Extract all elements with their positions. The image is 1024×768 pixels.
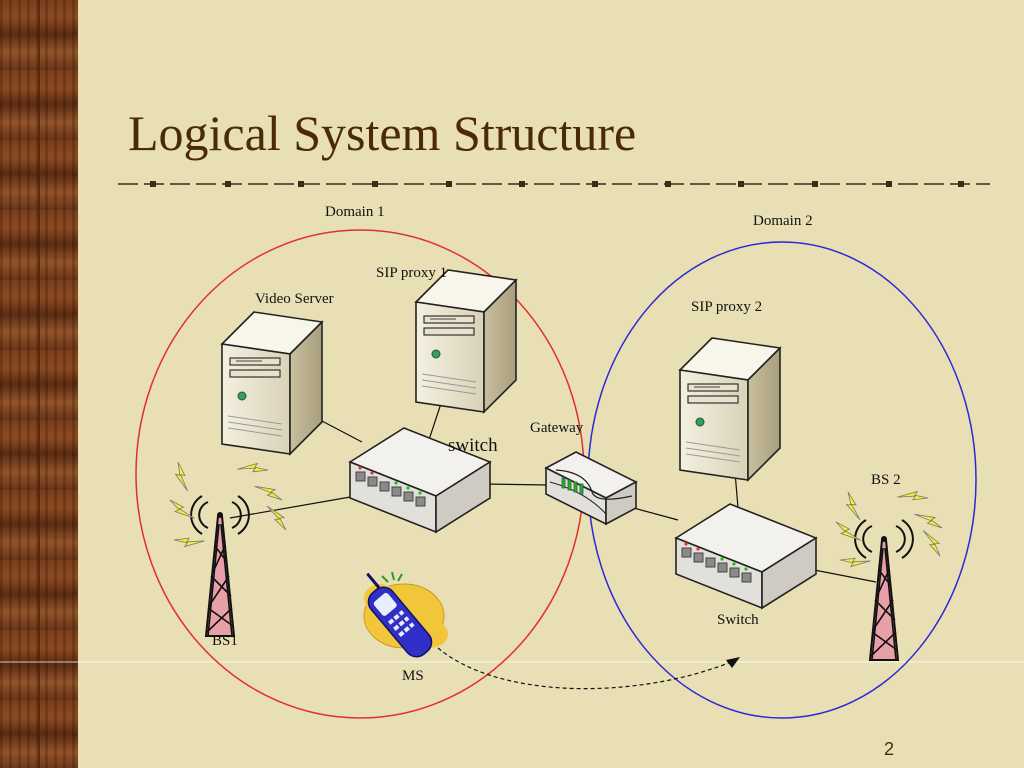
handoff-arrow [437, 647, 737, 690]
sip-proxy-1-label: SIP proxy 1 [376, 265, 448, 281]
switch-2-icon [675, 503, 817, 609]
switch-2-label: Switch [717, 612, 759, 628]
sip-proxy-2-icon [679, 337, 781, 481]
video-server-label: Video Server [255, 291, 334, 307]
bs2-signal-bolts [834, 483, 948, 575]
bs1-signal-bolts [167, 455, 292, 555]
slide-title: Logical System Structure [128, 105, 637, 161]
wood-side-bar [0, 0, 78, 768]
switch-1-label: switch [448, 435, 498, 456]
page-number: 2 [883, 739, 894, 759]
ms-label: MS [402, 668, 424, 684]
domain-2-label: Domain 2 [753, 213, 813, 229]
gateway-label: Gateway [530, 420, 584, 436]
sip-proxy-1-icon [415, 269, 517, 413]
gateway-router-icon [544, 451, 638, 526]
video-server-icon [221, 311, 323, 455]
ms-mobile-phone-icon [363, 571, 448, 658]
bs2-label: BS 2 [871, 472, 901, 488]
bs2-tower-icon [854, 519, 914, 661]
domain-1-label: Domain 1 [325, 204, 385, 220]
sip-proxy-2-label: SIP proxy 2 [691, 299, 763, 315]
domain-2-boundary [587, 241, 977, 719]
bs1-label: BS1 [212, 633, 238, 649]
bs1-tower-icon [190, 495, 250, 637]
